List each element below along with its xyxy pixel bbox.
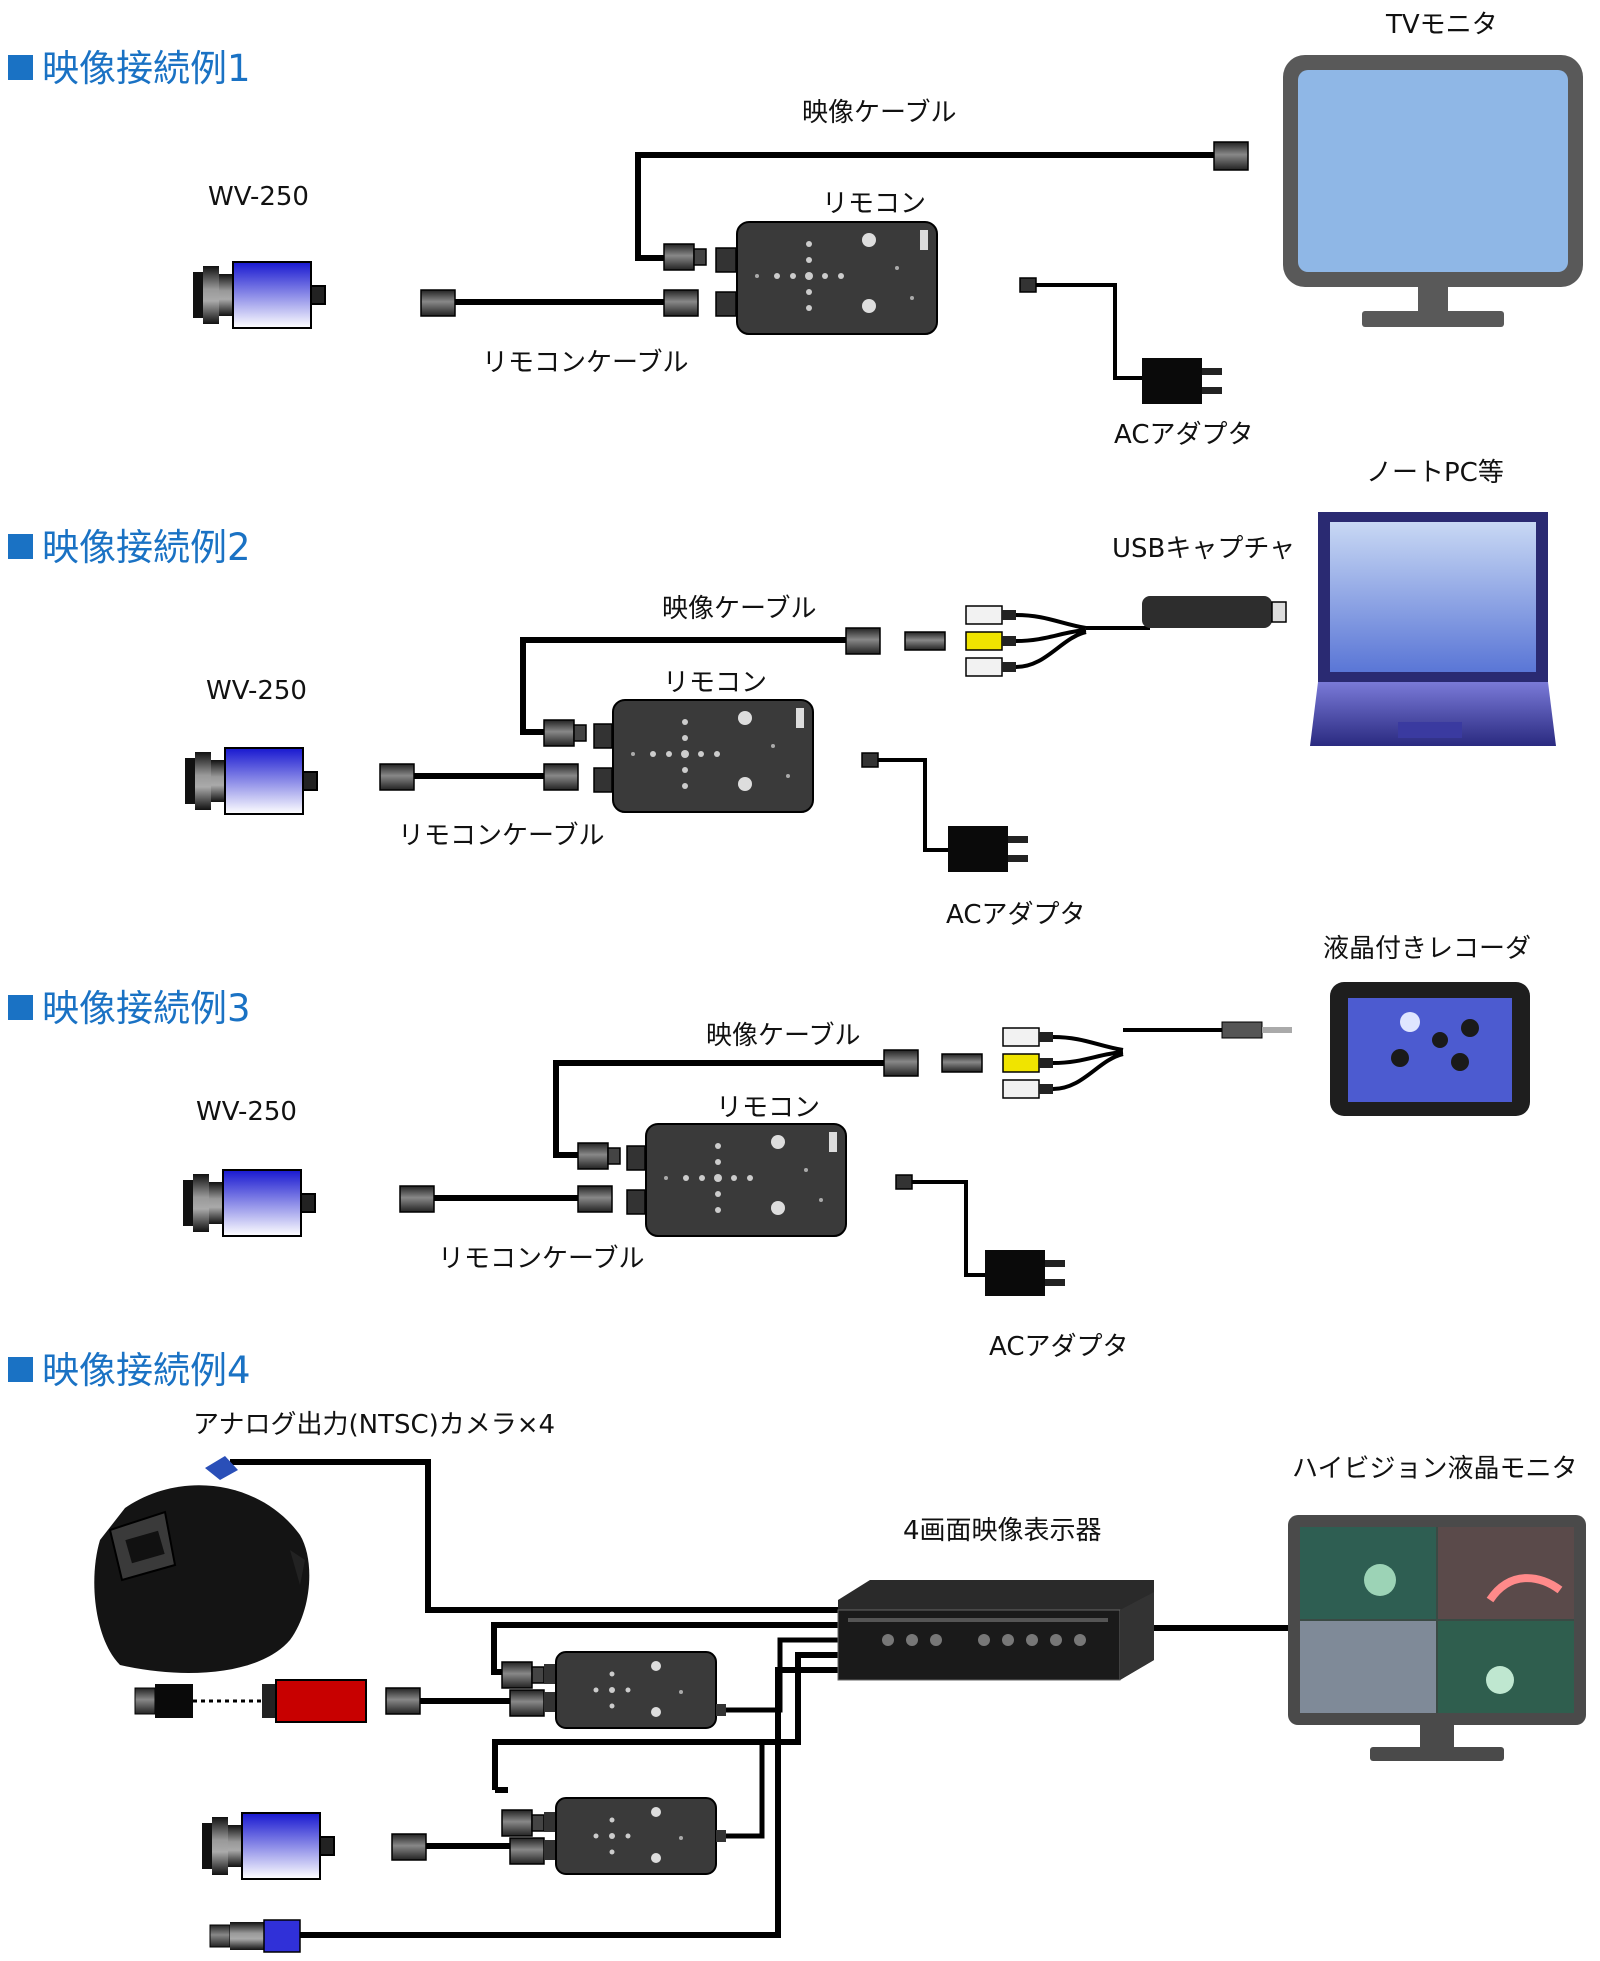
cameras-label: アナログ出力(NTSC)カメラ×4 xyxy=(193,1410,556,1440)
camera-icon xyxy=(134,1679,367,1723)
camera-icon xyxy=(209,1919,301,1953)
welding-helmet-icon xyxy=(94,1456,310,1673)
camera-label: WV-250 xyxy=(196,1097,297,1127)
square-bullet-icon xyxy=(8,534,33,559)
remote-cable-label: リモコンケーブル xyxy=(398,821,605,851)
recorder-label: 液晶付きレコーダ xyxy=(1323,934,1532,964)
quad-unit-icon xyxy=(837,1580,1154,1681)
heading-text: 映像接続例1 xyxy=(42,47,251,90)
ac-adapter-label: ACアダプタ xyxy=(946,900,1086,930)
square-bullet-icon xyxy=(8,55,33,80)
heading-text: 映像接続例2 xyxy=(42,526,251,569)
ac-adapter-label: ACアダプタ xyxy=(1114,420,1254,450)
example-2 xyxy=(184,512,1556,872)
remote-cable-label: リモコンケーブル xyxy=(438,1244,645,1274)
heading-text: 映像接続例4 xyxy=(42,1349,251,1392)
remote-label: リモコン xyxy=(716,1093,821,1123)
laptop-label: ノートPC等 xyxy=(1366,458,1504,488)
example-3 xyxy=(182,982,1530,1296)
camera-label: WV-250 xyxy=(208,182,309,212)
hd-monitor-icon xyxy=(1288,1515,1586,1761)
square-bullet-icon xyxy=(8,995,33,1020)
example-4 xyxy=(94,1456,1586,1953)
heading-example-2: 映像接続例2 xyxy=(8,517,251,571)
heading-example-4: 映像接続例4 xyxy=(8,1340,251,1394)
remote-label: リモコン xyxy=(663,668,768,698)
recorder-icon xyxy=(1330,982,1530,1116)
usb-capture-label: USBキャプチャ xyxy=(1112,534,1296,564)
usb-capture-icon xyxy=(1142,596,1287,628)
heading-text: 映像接続例3 xyxy=(42,987,251,1030)
camera-label: WV-250 xyxy=(206,676,307,706)
video-cable-label: 映像ケーブル xyxy=(706,1021,861,1051)
quad-unit-label: 4画面映像表示器 xyxy=(903,1516,1102,1546)
video-cable-label: 映像ケーブル xyxy=(662,594,817,624)
ac-adapter-label: ACアダプタ xyxy=(989,1332,1129,1362)
remote-cable-label: リモコンケーブル xyxy=(482,348,689,378)
tv-monitor-icon xyxy=(1283,55,1583,327)
square-bullet-icon xyxy=(8,1357,33,1382)
laptop-icon xyxy=(1310,512,1556,746)
tv-monitor-label: TVモニタ xyxy=(1386,10,1498,40)
hd-monitor-label: ハイビジョン液晶モニタ xyxy=(1292,1454,1578,1484)
example-1 xyxy=(192,55,1583,404)
video-cable-label: 映像ケーブル xyxy=(802,98,957,128)
remote-label: リモコン xyxy=(822,189,927,219)
heading-example-3: 映像接続例3 xyxy=(8,978,251,1032)
heading-example-1: 映像接続例1 xyxy=(8,38,251,92)
